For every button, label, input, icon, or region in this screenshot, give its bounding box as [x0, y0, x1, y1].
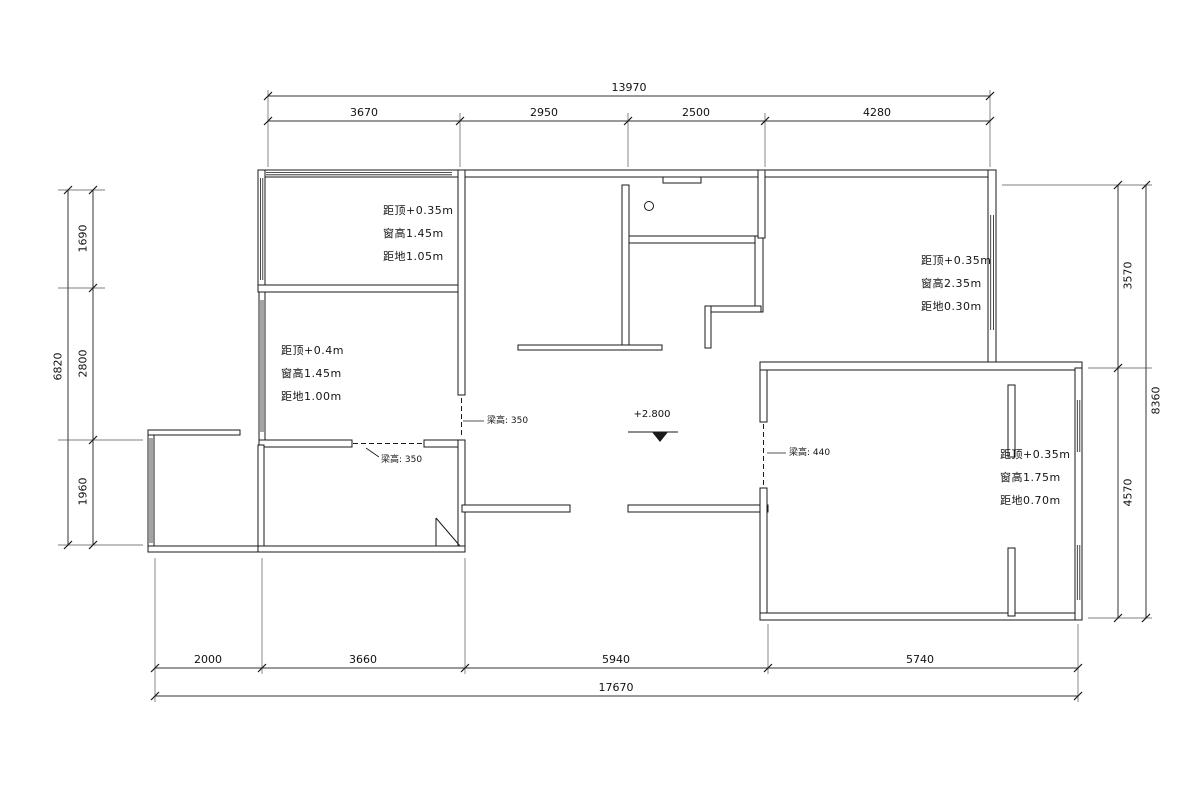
door-swing	[435, 517, 461, 547]
room-top-left-annotations: 距顶+0.35m 窗高1.45m 距地1.05m	[383, 199, 453, 268]
dim-top-overall: 13970	[611, 81, 647, 94]
floor-offset-label: 距地0.70m	[1000, 494, 1061, 507]
dim-left-seg-3: 1960	[76, 477, 90, 506]
beam-dashed-lines-group	[353, 398, 764, 486]
dimension-lines-group	[67, 95, 1147, 697]
extension-lines-group	[58, 90, 1152, 702]
ceiling-offset-label: 距顶+0.35m	[1000, 448, 1071, 461]
dim-bottom-overall: 17670	[598, 681, 634, 694]
dim-bottom-seg-2: 3660	[349, 653, 377, 666]
dim-top-seg-4: 4280	[863, 106, 891, 119]
ceiling-offset-label: 距顶+0.4m	[281, 344, 344, 357]
room-bottom-right-annotations: 距顶+0.35m 窗高1.75m 距地0.70m	[1000, 443, 1070, 512]
dim-bottom-seg-3: 5940	[602, 653, 630, 666]
level-marker-symbol	[628, 431, 678, 442]
window-symbols-group	[149, 171, 1081, 600]
level-marker-label: +2.800	[633, 409, 671, 420]
dim-top-seg-1: 3670	[350, 106, 378, 119]
ceiling-offset-label: 距顶+0.35m	[921, 254, 992, 267]
dim-top-seg-3: 2500	[682, 106, 710, 119]
beam-height-label: 梁高: 440	[789, 448, 831, 458]
window-height-label: 窗高1.45m	[281, 367, 342, 380]
room-mid-left-annotations: 距顶+0.4m 窗高1.45m 距地1.00m	[281, 339, 344, 408]
dim-right-seg-2: 4570	[1121, 478, 1135, 507]
dimension-ticks-group	[63, 91, 1151, 701]
walls-group	[147, 169, 1083, 621]
window-height-label: 窗高2.35m	[921, 277, 982, 290]
window-height-label: 窗高1.75m	[1000, 471, 1061, 484]
beam-height-label: 梁高: 350	[487, 416, 529, 426]
window-height-label: 窗高1.45m	[383, 227, 444, 240]
leader-lines-group	[365, 420, 786, 458]
dim-bottom-seg-1: 2000	[194, 653, 222, 666]
floor-offset-label: 距地0.30m	[921, 300, 982, 313]
drain-symbol	[644, 201, 654, 211]
floor-offset-label: 距地1.05m	[383, 250, 444, 263]
dim-right-seg-1: 3570	[1121, 261, 1135, 290]
beam-height-label: 梁高: 350	[381, 455, 423, 465]
floor-offset-label: 距地1.00m	[281, 390, 342, 403]
dim-left-overall: 6820	[51, 352, 65, 381]
room-top-right-annotations: 距顶+0.35m 窗高2.35m 距地0.30m	[921, 249, 991, 318]
dim-right-overall: 8360	[1149, 386, 1163, 415]
ceiling-offset-label: 距顶+0.35m	[383, 204, 454, 217]
dim-top-seg-2: 2950	[530, 106, 558, 119]
dim-left-seg-1: 1690	[76, 224, 90, 253]
dim-bottom-seg-4: 5740	[906, 653, 934, 666]
dim-left-seg-2: 2800	[76, 349, 90, 378]
